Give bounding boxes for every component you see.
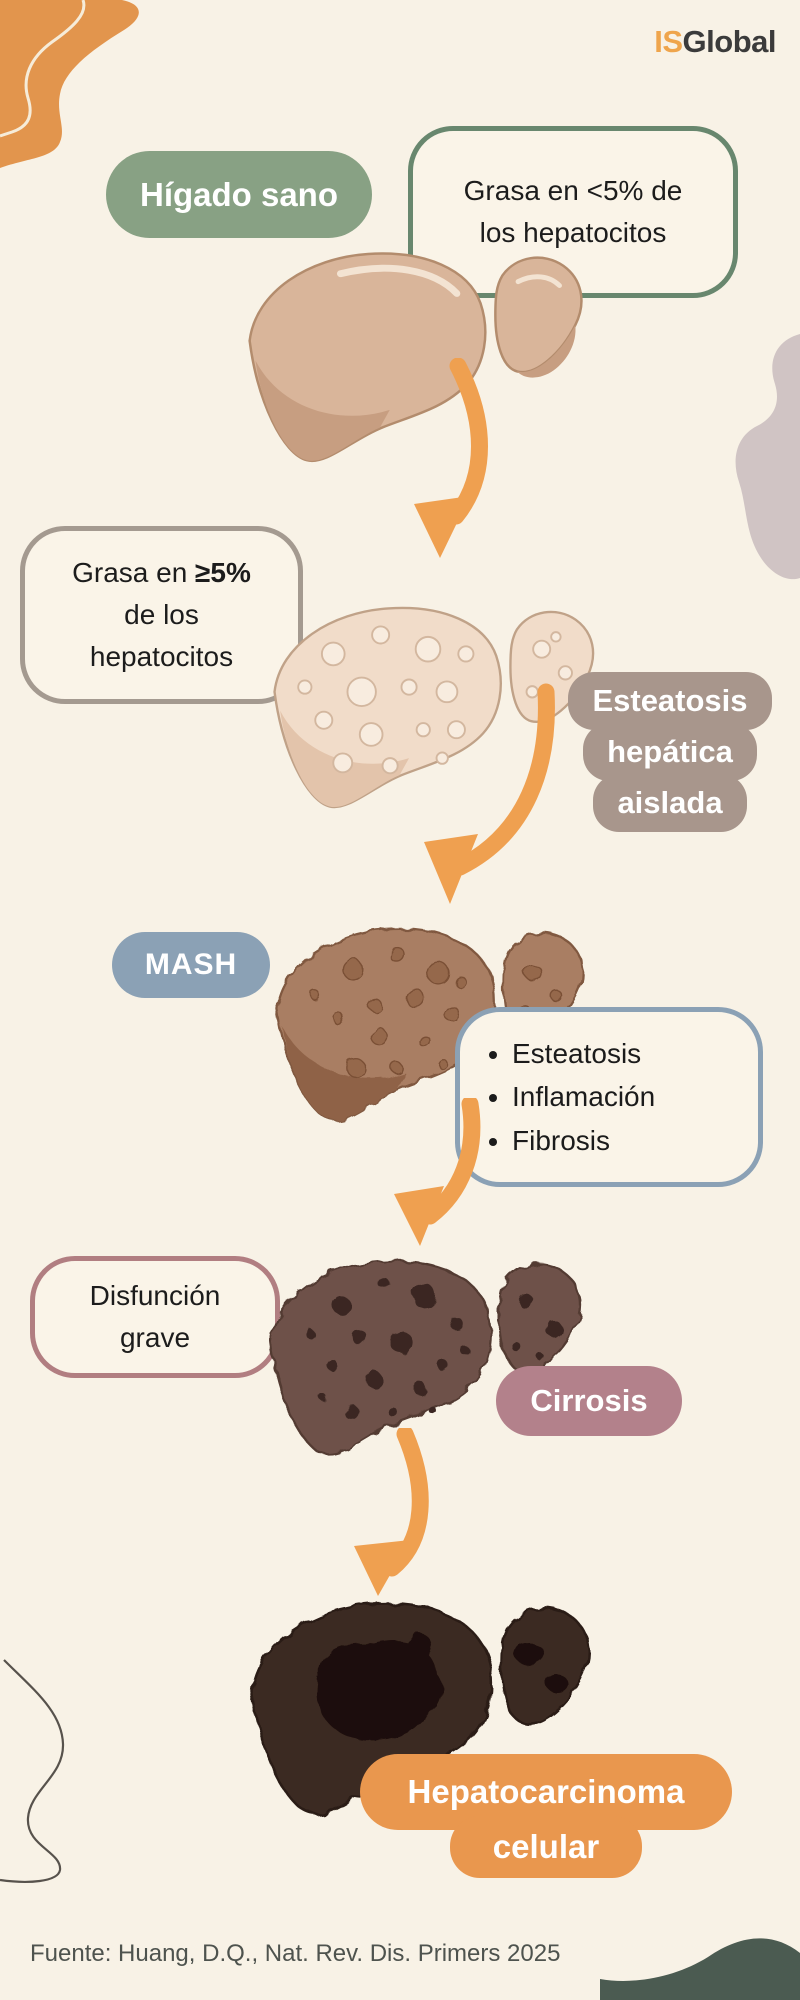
- severe-dysfunction-note: Disfunción grave: [30, 1256, 280, 1378]
- flow-arrow-3: [394, 1098, 481, 1246]
- source-citation: Fuente: Huang, D.Q., Nat. Rev. Dis. Prim…: [30, 1940, 561, 1967]
- cirrhotic-liver-illustration: [269, 1259, 582, 1456]
- flow-arrow-2: [424, 683, 555, 904]
- healthy-liver-note: Grasa en <5% de los hepatocitos: [408, 126, 738, 298]
- note-line: Grasa en <5% de: [463, 175, 683, 206]
- mash-features-note: Esteatosis Inflamación Fibrosis: [455, 1007, 763, 1187]
- steatosis-label: Esteatosis hepática aislada: [545, 672, 795, 832]
- label-line: aislada: [593, 774, 747, 832]
- healthy-liver-label: Hígado sano: [106, 151, 372, 238]
- right-blob: [735, 334, 800, 580]
- fatty-liver-illustration: [273, 606, 595, 809]
- logo-global: Global: [682, 24, 777, 59]
- isglobal-logo: ISGlobal: [654, 24, 776, 60]
- mash-label: MASH: [112, 932, 270, 998]
- list-item: Inflamación: [512, 1075, 655, 1118]
- note-line: grave: [119, 1322, 191, 1353]
- cirrhosis-label: Cirrosis: [496, 1366, 682, 1436]
- fat-threshold-note: Grasa en ≥5% de los hepatocitos: [20, 526, 303, 704]
- bottom-left-squiggle: [0, 1659, 65, 1883]
- note-line: los hepatocitos: [479, 217, 667, 248]
- top-left-blob: [0, 0, 139, 168]
- note-line: Disfunción: [89, 1280, 221, 1311]
- note-line: de los: [124, 599, 199, 630]
- label-line: Esteatosis: [568, 672, 772, 730]
- list-item: Fibrosis: [512, 1119, 655, 1162]
- logo-is: IS: [654, 24, 683, 59]
- bottom-right-wave: [600, 1938, 800, 2000]
- note-line: Grasa en ≥5%: [72, 557, 251, 588]
- note-line: hepatocitos: [89, 641, 234, 672]
- hcc-label: Hepatocarcinoma celular: [360, 1754, 732, 1878]
- label-line: celular: [450, 1816, 642, 1878]
- list-item: Esteatosis: [512, 1032, 655, 1075]
- mash-feature-list: Esteatosis Inflamación Fibrosis: [460, 1032, 655, 1162]
- flow-arrow-1: [414, 358, 488, 558]
- flow-arrow-4: [354, 1428, 429, 1596]
- label-line: hepática: [583, 723, 757, 781]
